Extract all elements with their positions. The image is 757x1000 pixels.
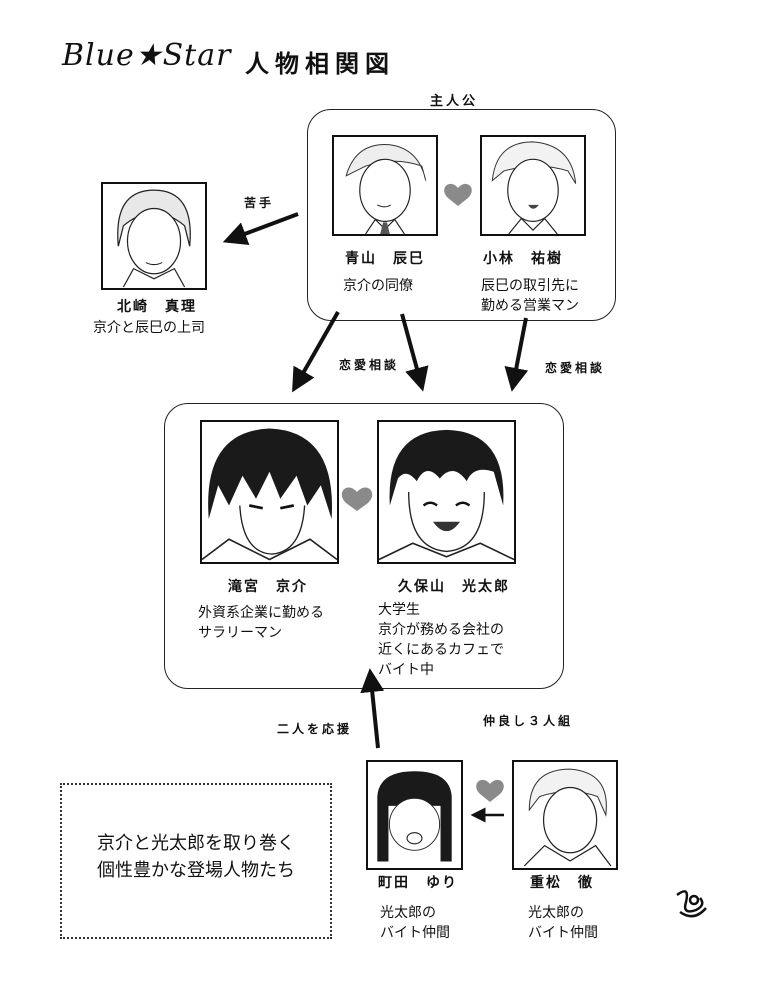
label-nigate: 苦手 <box>244 196 275 210</box>
supporting-caption-box <box>60 783 332 939</box>
name-takimiya: 滝宮 京介 <box>228 579 308 595</box>
label-renai-right: 恋愛相談 <box>545 361 606 375</box>
protagonists-label: 主人公 <box>430 94 479 109</box>
label-ouen: 二人を応援 <box>277 722 353 736</box>
name-kitazaki: 北崎 真理 <box>117 299 197 315</box>
desc-kobayashi: 辰巳の取引先に 勤める営業マン <box>481 278 579 314</box>
portrait-kitazaki <box>101 182 207 290</box>
arrow-ouen <box>360 668 385 749</box>
desc-kitazaki: 京介と辰巳の上司 <box>93 320 205 336</box>
title-english: Blue★Star <box>62 38 232 73</box>
arrow-renai-right <box>504 317 529 392</box>
portrait-shigematsu <box>512 760 618 870</box>
heart-icon-bottom <box>476 779 504 802</box>
portrait-kobayashi <box>480 135 586 236</box>
arrow-renai-center <box>400 313 429 392</box>
signature-mark <box>676 890 707 918</box>
desc-kubosan: 大学生 京介が務める会社の 近くにあるカフェで バイト中 <box>378 602 504 678</box>
label-renai-left: 恋愛相談 <box>339 358 400 372</box>
title-japanese: 人物相関図 <box>245 50 395 78</box>
supporting-caption: 京介と光太郎を取り巻く 個性豊かな登場人物たち <box>97 833 295 881</box>
portrait-kubosan <box>377 420 516 564</box>
portrait-machida <box>366 760 463 870</box>
name-kobayashi: 小林 祐樹 <box>483 251 563 267</box>
portrait-aoyama <box>332 135 438 236</box>
desc-aoyama: 京介の同僚 <box>343 278 413 294</box>
name-aoyama: 青山 辰巳 <box>345 251 425 267</box>
desc-takimiya: 外資系企業に勤める サラリーマン <box>198 605 324 641</box>
label-nakayoshi: 仲良し３人組 <box>483 714 574 728</box>
name-kubosan: 久保山 光太郎 <box>398 579 510 595</box>
arrow-nigate <box>222 212 299 246</box>
protagonists-box <box>307 109 616 321</box>
name-shigematsu: 重松 徹 <box>530 875 594 891</box>
arrow-renai-left <box>292 311 340 393</box>
name-machida: 町田 ゆり <box>378 875 458 891</box>
portrait-takimiya <box>200 420 339 564</box>
desc-shigematsu: 光太郎の バイト仲間 <box>528 905 598 941</box>
desc-machida: 光太郎の バイト仲間 <box>380 905 450 941</box>
